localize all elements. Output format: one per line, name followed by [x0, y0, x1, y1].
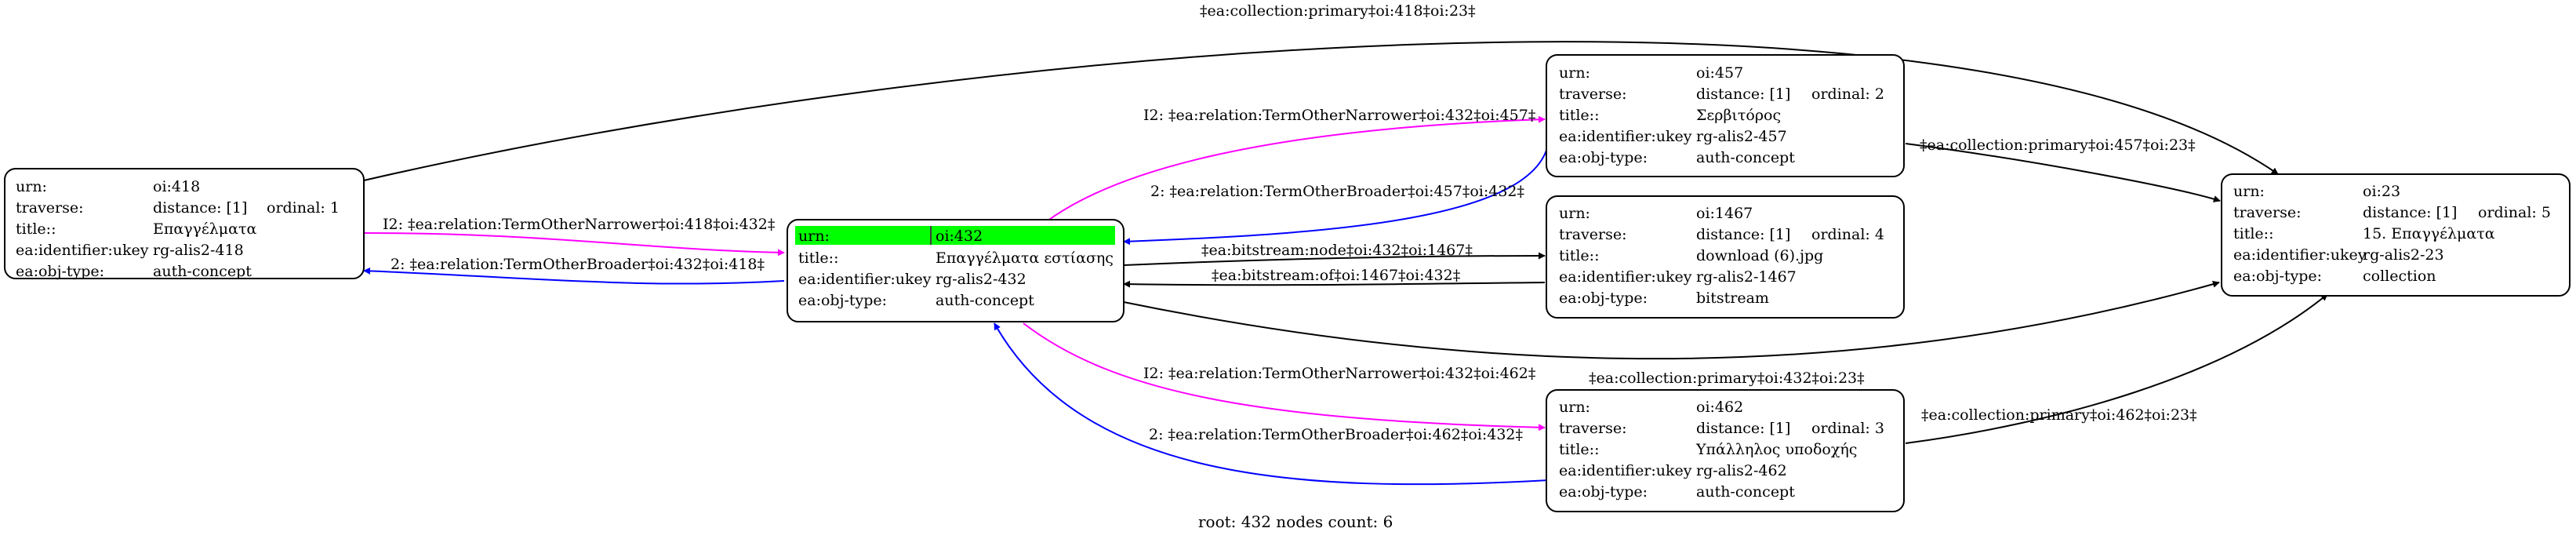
node-462-title-value: Υπάλληλος υποδοχής [1695, 441, 1857, 458]
node-418-title-key: title:: [16, 220, 56, 238]
node-418-type-key: ea:obj-type: [16, 263, 104, 280]
node-432-urn-key-highlight [795, 226, 930, 245]
node-462-title-key: title:: [1559, 441, 1599, 458]
graph-footer: root: 432 nodes count: 6 [1198, 512, 1393, 531]
node-418-urn-key: urn: [16, 178, 47, 195]
edge-collection-457-23 [1905, 143, 2221, 202]
edge-broader-462-432 [994, 322, 1550, 486]
node-1467-ukey-value: rg-alis2-1467 [1696, 268, 1797, 286]
node-1467-urn-key: urn: [1559, 205, 1590, 222]
node-oi-23[interactable]: urn: oi:23 traverse: distance: [1] ordin… [2221, 173, 2571, 297]
node-1467-ukey-key: ea:identifier:ukey [1559, 268, 1692, 286]
edge-label-collection-462-23: ‡ea:collection:primary‡oi:462‡oi:23‡ [1921, 406, 2197, 424]
node-462-type-value: auth-concept [1696, 483, 1795, 501]
node-432-ukey-key: ea:identifier:ukey [798, 271, 932, 288]
edge-collection-432-23 [1123, 280, 2220, 360]
node-432-title-key: title:: [798, 249, 838, 267]
node-418-ukey-key: ea:identifier:ukey [16, 242, 149, 259]
node-oi-457[interactable]: urn: oi:457 traverse: distance: [1] ordi… [1546, 54, 1905, 177]
node-23-title-value: 15. Επαγγέλματα [2363, 225, 2495, 242]
node-oi-1467[interactable]: urn: oi:1467 traverse: distance: [1] ord… [1546, 195, 1905, 319]
node-418-ordinal: ordinal: 1 [267, 199, 340, 217]
node-418-type-value: auth-concept [153, 263, 252, 280]
edge-narrower-432-457 [1046, 115, 1546, 222]
node-oi-418[interactable]: urn: oi:418 traverse: distance: [1] ordi… [4, 168, 365, 280]
node-462-urn-value: oi:462 [1696, 399, 1743, 416]
edge-collection-418-23 [363, 41, 2279, 181]
node-23-traverse-key: traverse: [2233, 204, 2302, 221]
node-457-urn-value: oi:457 [1696, 64, 1743, 82]
edge-label-narrower-432-457: I2: ‡ea:relation:TermOtherNarrower‡oi:43… [1143, 107, 1535, 124]
node-418-traverse-value: distance: [1] [153, 199, 247, 217]
edge-label-broader-432-418: 2: ‡ea:relation:TermOtherBroader‡oi:432‡… [391, 256, 765, 273]
node-457-type-key: ea:obj-type: [1559, 149, 1648, 166]
edge-narrower-432-462 [1023, 322, 1546, 432]
node-457-traverse-value: distance: [1] [1696, 86, 1790, 103]
edge-label-narrower-432-462: I2: ‡ea:relation:TermOtherNarrower‡oi:43… [1143, 365, 1535, 382]
node-418-ukey-value: rg-alis2-418 [153, 242, 244, 259]
node-23-traverse-value: distance: [1] [2363, 204, 2457, 221]
edge-broader-432-418 [363, 267, 785, 285]
node-432-urn-value-highlight [932, 226, 1115, 245]
node-457-type-value: auth-concept [1696, 149, 1795, 166]
node-432-title-value: Επαγγέλματα εστίασης [936, 249, 1114, 267]
node-457-title-key: title:: [1559, 107, 1599, 124]
node-1467-title-value: download (6).jpg [1696, 247, 1823, 264]
node-418-title-value: Επαγγέλματα [153, 220, 256, 238]
node-418-urn-value: oi:418 [153, 178, 200, 195]
node-1467-traverse-value: distance: [1] [1696, 226, 1790, 243]
node-432-urn-key: urn: [798, 228, 830, 245]
node-432-type-key: ea:obj-type: [798, 292, 887, 309]
node-457-urn-key: urn: [1559, 64, 1590, 82]
edge-bitstream-of-1467-432 [1123, 280, 1546, 288]
node-23-type-key: ea:obj-type: [2233, 268, 2322, 285]
node-23-type-value: collection [2363, 268, 2436, 285]
node-1467-traverse-key: traverse: [1559, 226, 1627, 243]
node-457-title-value: Σερβιτόρος [1696, 107, 1781, 124]
edge-label-bitstream-of: ‡ea:bitstream:of‡oi:1467‡oi:432‡ [1212, 267, 1460, 284]
node-432-ukey-value: rg-alis2-432 [936, 271, 1026, 288]
node-1467-ordinal: ordinal: 4 [1811, 226, 1884, 243]
edge-label-narrower-418-432: I2: ‡ea:relation:TermOtherNarrower‡oi:41… [383, 216, 775, 233]
node-462-ordinal: ordinal: 3 [1811, 420, 1884, 437]
node-457-ordinal: ordinal: 2 [1811, 86, 1884, 103]
node-1467-type-value: bitstream [1696, 290, 1769, 307]
node-462-ukey-key: ea:identifier:ukey [1559, 462, 1692, 479]
node-1467-type-key: ea:obj-type: [1559, 290, 1648, 307]
edge-label-collection-418-23: ‡ea:collection:primary‡oi:418‡oi:23‡ [1200, 2, 1476, 20]
edge-narrower-418-432 [363, 232, 785, 257]
edge-label-broader-457-432: 2: ‡ea:relation:TermOtherBroader‡oi:457‡… [1150, 183, 1524, 200]
node-432-type-value: auth-concept [936, 292, 1034, 309]
node-462-traverse-value: distance: [1] [1696, 420, 1790, 437]
node-418-traverse-key: traverse: [16, 199, 84, 217]
node-462-type-key: ea:obj-type: [1559, 483, 1648, 501]
node-462-ukey-value: rg-alis2-462 [1696, 462, 1787, 479]
node-oi-462[interactable]: urn: oi:462 traverse: distance: [1] ordi… [1546, 389, 1905, 512]
node-oi-432-root[interactable]: urn: oi:432 title:: Επαγγέλματα εστίασης… [787, 219, 1125, 322]
node-432-urn-value: oi:432 [936, 228, 983, 245]
node-457-ukey-key: ea:identifier:ukey [1559, 128, 1692, 145]
node-23-title-key: title:: [2233, 225, 2273, 242]
node-23-ordinal: ordinal: 5 [2478, 204, 2551, 221]
edge-label-collection-457-23: ‡ea:collection:primary‡oi:457‡oi:23‡ [1920, 137, 2196, 154]
edge-label-broader-462-432: 2: ‡ea:relation:TermOtherBroader‡oi:462‡… [1149, 426, 1523, 443]
node-462-traverse-key: traverse: [1559, 420, 1627, 437]
edge-label-bitstream-node: ‡ea:bitstream:node‡oi:432‡oi:1467‡ [1201, 242, 1473, 259]
node-23-ukey-value: rg-alis2-23 [2363, 246, 2444, 264]
edges: ‡ea:collection:primary‡oi:418‡oi:23‡ I2:… [363, 2, 2328, 486]
node-457-ukey-value: rg-alis2-457 [1696, 128, 1787, 145]
edge-collection-462-23 [1905, 293, 2328, 444]
node-1467-urn-value: oi:1467 [1696, 205, 1753, 222]
node-462-urn-key: urn: [1559, 399, 1590, 416]
node-23-urn-value: oi:23 [2363, 183, 2400, 200]
edge-bitstream-node-432-1467 [1123, 252, 1546, 266]
node-23-urn-key: urn: [2233, 183, 2265, 200]
node-457-traverse-key: traverse: [1559, 86, 1627, 103]
edge-broader-457-432 [1123, 140, 1550, 246]
edge-label-collection-432-23: ‡ea:collection:primary‡oi:432‡oi:23‡ [1589, 370, 1865, 387]
node-23-ukey-key: ea:identifier:ukey [2233, 246, 2367, 264]
node-1467-title-key: title:: [1559, 247, 1599, 264]
